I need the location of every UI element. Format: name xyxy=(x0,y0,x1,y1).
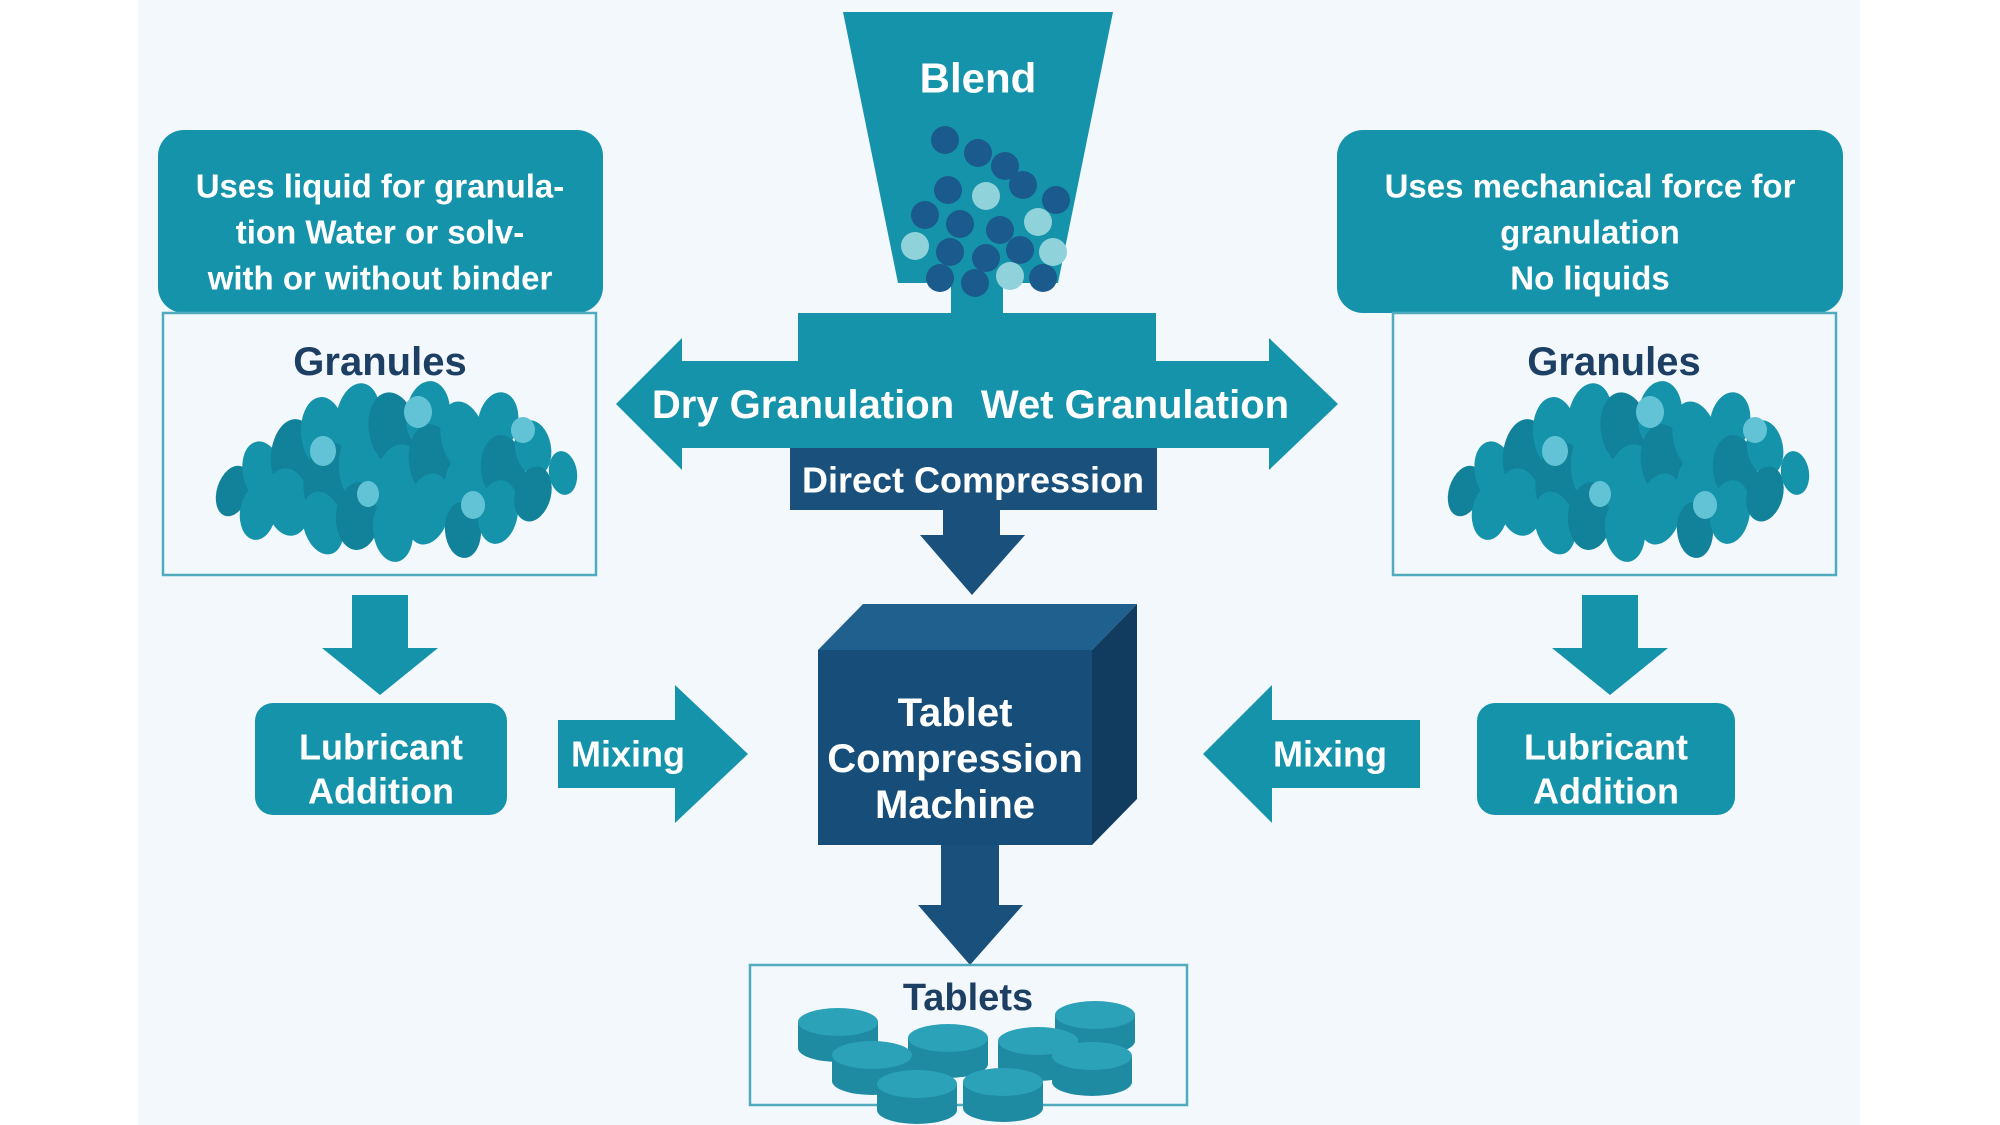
blend-funnel: Blend xyxy=(843,12,1113,316)
tablets-label: Tablets xyxy=(903,977,1033,1019)
dry-granules-label: Granules xyxy=(1527,340,1700,384)
dry-granules-box xyxy=(1391,311,1838,577)
wet-granules-label: Granules xyxy=(293,340,466,384)
mixing-label-right: Mixing xyxy=(1273,734,1387,775)
machine-top-face xyxy=(818,604,1137,650)
dry-process-column: Uses mechanical force for granulation No… xyxy=(1203,130,1843,823)
mixing-label-left: Mixing xyxy=(571,734,685,775)
mixing-arrow-right xyxy=(1203,685,1420,823)
wet-info-line: tion Water or solv- xyxy=(236,214,524,251)
granules-illustration xyxy=(1447,381,1810,562)
dry-info-line: granulation xyxy=(1500,214,1680,251)
dry-info-line: Uses mechanical force for xyxy=(1385,168,1796,205)
mixing-arrow-left xyxy=(558,685,748,823)
wet-info-line: Uses liquid for granula- xyxy=(196,168,565,205)
wet-granules-box xyxy=(161,311,598,577)
lubricant-addition-box-left xyxy=(255,703,507,815)
wet-granulation-label: Wet Granulation xyxy=(981,383,1289,427)
dry-info-box xyxy=(1337,130,1843,313)
machine-side-face xyxy=(1092,604,1137,845)
direct-compression-box xyxy=(790,448,1157,510)
down-arrow-to-machine xyxy=(920,510,1025,595)
lubricant-line: Addition xyxy=(1533,771,1679,812)
wet-process-column: Uses liquid for granula- tion Water or s… xyxy=(158,130,748,823)
wet-info-line: with or without binder xyxy=(207,260,553,297)
blend-particles-illustration xyxy=(901,126,1070,297)
tablets-output: Tablets xyxy=(748,963,1189,1124)
down-arrow-to-lubricant-left xyxy=(322,595,438,695)
blend-label: Blend xyxy=(920,55,1037,102)
down-arrow-to-lubricant-right xyxy=(1552,595,1668,695)
dry-granulation-label: Dry Granulation xyxy=(652,383,954,427)
lubricant-addition-box-right xyxy=(1477,703,1735,815)
lubricant-line: Addition xyxy=(308,771,454,812)
granules-illustration xyxy=(215,381,578,562)
machine-label-line: Compression xyxy=(827,737,1083,781)
wet-granulation-arrow xyxy=(1156,338,1338,470)
down-arrow-to-tablets xyxy=(918,845,1023,965)
granulation-flow: Dry Granulation Wet Granulation Direct C… xyxy=(616,313,1338,595)
wet-info-box xyxy=(158,130,603,313)
machine-label-line: Machine xyxy=(875,783,1035,827)
tablet-compression-machine: Tablet Compression Machine xyxy=(818,604,1137,965)
dry-granulation-arrow xyxy=(616,338,798,470)
machine-label-line: Tablet xyxy=(898,691,1013,735)
lubricant-line: Lubricant xyxy=(1524,727,1688,768)
machine-front-face xyxy=(818,650,1092,845)
flow-center-block xyxy=(798,313,1156,448)
lubricant-line: Lubricant xyxy=(299,727,463,768)
tablets-illustration xyxy=(798,1001,1135,1124)
dry-info-line: No liquids xyxy=(1510,260,1670,297)
direct-compression-label: Direct Compression xyxy=(802,460,1144,501)
